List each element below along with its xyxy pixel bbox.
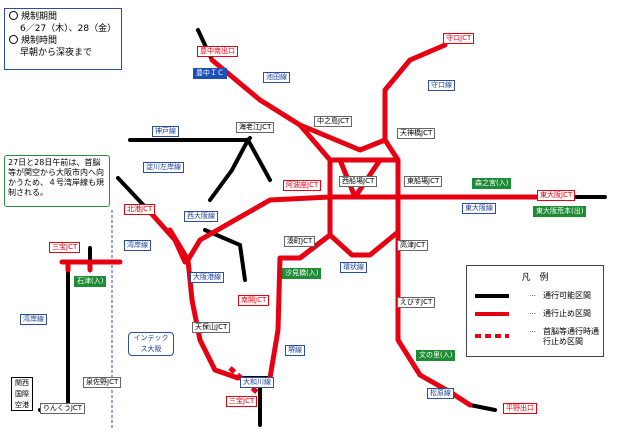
kobe-line-label: 神戸線 [152,126,179,137]
map-legend: 凡 例 … 通行可能区間 … 通行止め区間 … 首脳等通行時通行止め区間 [466,265,604,357]
izumisano-jct-label: 泉佐野JCT [83,377,122,388]
moriguchi-jct-label: 守口JCT [443,33,475,44]
intex-osaka-label: インテックス大阪 [128,332,174,356]
tsumura-jct-label: 海老江JCT [236,122,275,133]
nakanoshima-jct-label: 中之島JCT [314,116,353,127]
nishiosaka-line-label: 西大阪線 [184,211,218,222]
kanjo-line-label: 環状線 [340,262,367,273]
bullet-icon [9,11,18,20]
higashiosaka-arakimoto-label: 東大阪荒本(出) [533,206,587,217]
wangan-left-label: 湾岸線 [20,314,47,325]
mihara-jct-label: 三宝JCT [226,396,258,407]
yamato-line-label: 大和川線 [240,377,274,388]
namba-jct-label: 南開JCT [238,295,270,306]
legend-title: 凡 例 [521,273,549,283]
ebisu-jct-label: えびすJCT [397,297,436,308]
toyonaka-exit-label: 豊中南出口 [197,46,238,57]
tempozan-jct-label: 天保山JCT [192,322,231,333]
higashiosaka-line-label: 東大阪線 [462,203,496,214]
ikeda-line-label: 池田線 [263,72,290,83]
sanbo-jct-label: 三宝JCT [49,242,81,253]
kitatsumori-jct-label: 北港JCT [124,204,156,215]
kansai-airport-label: 関西国際空港 [11,377,33,411]
legend-dashed-text: 首脳等通行時通行止め区間 [543,327,599,346]
yodogawa-line-label: 淀川左岸線 [143,162,184,173]
legend-dots: … [529,308,536,316]
sakai-line-label: 堺線 [285,345,305,356]
matsubara-line-label: 松原線 [427,388,454,399]
higashisenba-jct-label: 東船場JCT [404,176,443,187]
period-title: 規制期間 [21,12,58,22]
regulation-info-box: 規制期間 6／27（木）、28（金） 規制時間 早朝から深夜まで [4,8,122,70]
legend-closed-swatch [475,312,509,316]
shiomibashi-ramp-label: 汐見橋(入) [282,268,322,279]
tenjinbashi-jct-label: 天神橋JCT [397,128,436,139]
koraibashi-jct-label: 高津JCT [397,240,429,251]
ishizu-ramp-label: 石津(入) [74,276,107,287]
hakusen-line-label: 大阪港線 [190,272,224,283]
bullet-icon [9,35,18,44]
legend-open-text: 通行可能区間 [543,291,591,300]
legend-dashed-swatch [475,334,509,338]
rinku-jct-label: りんくうJCT [40,403,86,414]
nishisenba-jct-label: 西船場JCT [339,176,378,187]
time-value: 早朝から深夜まで [20,48,93,58]
wangan-note: 27日と28日午前は、首脳等が関空から大阪市内へ向かうため、４号湾岸線も規制され… [4,155,110,207]
minatomachi-jct-label: 湊町JCT [284,236,316,247]
legend-dots: … [529,326,536,334]
open-sections [38,28,607,427]
higashiosaka-jct-label: 東大阪JCT [537,190,576,201]
morinomiya-ramp-label: 森之宮(入) [472,178,512,189]
time-title: 規制時間 [21,36,58,46]
toyonaka-ic-label: 豊中ＩＣ [193,68,227,79]
awaza-jct-label: 阿波座JCT [283,180,322,191]
bunnosato-ramp-label: 文の里(入) [416,350,456,361]
moriguchi-line-label: 守口線 [428,80,455,91]
legend-open-swatch [475,294,509,298]
legend-dots: … [529,290,536,298]
legend-closed-text: 通行止め区間 [543,309,591,318]
period-dates: 6／27（木）、28（金） [20,24,117,34]
hirano-exit-label: 平野出口 [503,403,537,414]
wangan-line-label: 湾岸線 [124,240,151,251]
